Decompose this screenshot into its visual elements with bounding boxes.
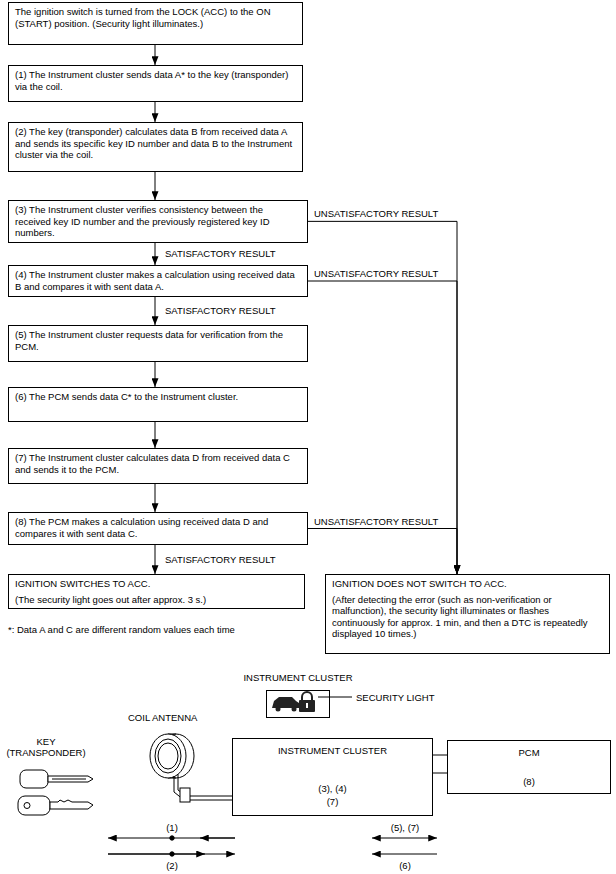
signal-arrow [372,838,405,839]
indicator-box: INSTRUMENT CLUSTER [266,690,330,718]
edge-label: SATISFACTORY RESULT [164,248,277,259]
key-hole [24,803,30,809]
car-symbol [272,697,299,708]
result-box: IGNITION DOES NOT SWITCH TO ACC. (After d… [325,574,610,654]
key-groove [52,779,86,780]
part-name: COIL ANTENNA [128,712,197,723]
edge-label: UNSATISFACTORY RESULT [313,208,439,219]
box-text: (8) The PCM makes a calculation using re… [15,516,301,539]
signal-arrow [372,854,437,855]
part-name: KEY (TRANSPONDER) [4,736,88,759]
padlock-shackle [302,692,312,701]
coil-winding [155,739,181,773]
padlock-keyhole [306,703,308,708]
flow-arrow [308,221,457,574]
signal-arrow [200,838,235,839]
box-heading: PCM [454,747,604,759]
key-head [18,796,50,815]
callout-number: (2) [157,860,187,871]
flow-arrow [155,297,156,325]
flow-arrow [308,281,457,574]
box-text: (3) The Instrument cluster verifies cons… [15,204,301,239]
edge-label: UNSATISFACTORY RESULT [313,268,439,279]
flow-arrow [155,172,156,200]
process-box: (1) The Instrument cluster sends data A*… [8,65,303,102]
signal-dot [170,852,174,856]
key-head [20,770,48,788]
process-box: (2) The key (transponder) calculates dat… [8,122,303,172]
box-text: (6) The PCM sends data C* to the Instrum… [15,391,301,403]
key-illustration [18,770,93,815]
decision-box: (8) The PCM makes a calculation using re… [8,512,308,545]
process-box: (7) The Instrument cluster calculates da… [8,448,308,484]
decision-box: (3) The Instrument cluster verifies cons… [8,200,308,243]
process-box: (5) The Instrument cluster requests data… [8,325,308,362]
box-text: (5) The Instrument cluster requests data… [15,329,301,352]
start-box: The ignition switch is turned from the L… [8,2,303,45]
flow-arrow [155,362,156,387]
car-wheel [276,707,281,712]
part-name: SECURITY LIGHT [356,692,434,703]
coil-antenna [150,734,232,802]
key-blade [50,800,93,809]
callout-number: (5), (7) [375,822,435,833]
box-text: (2) The key (transponder) calculates dat… [15,126,296,161]
box-text: (8) [454,776,604,788]
car-wheel [292,707,297,712]
signal-arrow [405,838,437,839]
box-text: The ignition switch is turned from the L… [15,6,296,29]
leader-line [318,697,352,698]
box-text: (7) The Instrument cluster calculates da… [15,452,301,475]
coil-winding [158,743,178,769]
signal-dot [170,836,174,840]
decision-box: (4) The Instrument cluster makes a calcu… [8,265,308,297]
flow-arrow [155,422,156,448]
box-heading: IGNITION DOES NOT SWITCH TO ACC. [332,578,603,590]
box-text: (3), (4) [239,783,426,795]
flow-arrow [308,529,457,575]
padlock-body [299,700,315,712]
box-text: (1) The Instrument cluster sends data A*… [15,69,296,92]
result-box: IGNITION SWITCHES TO ACC. (The security l… [8,574,305,609]
flow-arrow [155,102,156,122]
box-text: (7) [239,796,426,808]
footnote: *: Data A and C are different random val… [8,624,235,635]
box-heading: IGNITION SWITCHES TO ACC. [15,578,298,590]
coil-front [150,734,186,778]
key-blade [48,776,93,782]
flow-arrow [155,243,156,265]
box-text: (After detecting the error (such as non-… [332,594,603,640]
callout-number: (1) [157,822,187,833]
signal-wire [433,755,447,773]
edge-label: SATISFACTORY RESULT [164,554,277,565]
flow-arrow [155,484,156,512]
edge-label: UNSATISFACTORY RESULT [313,516,439,527]
box-text: (The security light goes out after appro… [15,594,298,606]
flow-arrow [155,45,156,65]
box-heading: INSTRUMENT CLUSTER [239,745,426,757]
edge-label: SATISFACTORY RESULT [164,305,277,316]
coil-connector [180,788,190,802]
module-box: PCM (8) [447,740,611,794]
signal-arrow [108,854,205,855]
callout-number: (6) [390,860,420,871]
box-text: (4) The Instrument cluster makes a calcu… [15,269,301,292]
flow-arrow [155,545,156,574]
module-box: INSTRUMENT CLUSTER (3), (4)(7) [232,738,433,816]
signal-arrows [108,836,437,856]
box-heading: INSTRUMENT CLUSTER [243,672,352,684]
security-light-icon [272,692,315,712]
process-box: (6) The PCM sends data C* to the Instrum… [8,387,308,422]
